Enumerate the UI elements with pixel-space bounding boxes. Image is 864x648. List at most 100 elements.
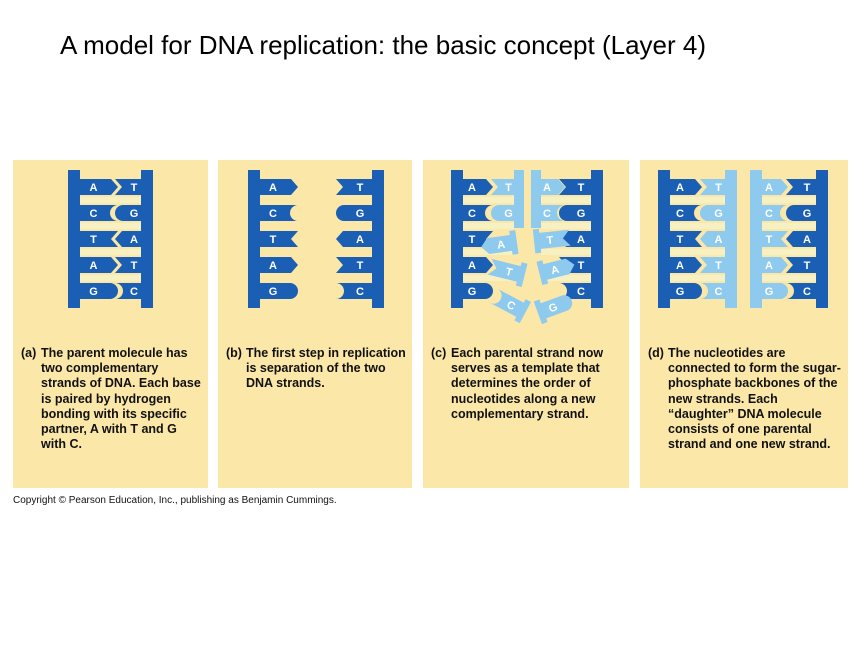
base-shape bbox=[254, 283, 298, 299]
base-shape bbox=[254, 231, 298, 247]
base-shape bbox=[75, 205, 118, 221]
base-shape bbox=[700, 283, 731, 299]
base-shape bbox=[115, 231, 147, 247]
base-shape bbox=[664, 231, 702, 247]
backbone-rung bbox=[670, 223, 725, 229]
base-shape bbox=[457, 179, 493, 195]
base-letter: G bbox=[676, 286, 685, 298]
backbone-rung bbox=[463, 223, 514, 229]
backbone-rung bbox=[670, 197, 725, 203]
caption-letter: (d) bbox=[648, 346, 664, 360]
backbone-rung bbox=[762, 197, 816, 203]
base-shape bbox=[75, 231, 118, 247]
base-shape bbox=[664, 257, 702, 273]
free-nucleotide: A bbox=[481, 230, 519, 255]
backbone-rung bbox=[670, 275, 725, 281]
base-shape bbox=[756, 179, 788, 195]
base-shape bbox=[491, 179, 520, 195]
base-shape bbox=[756, 257, 788, 273]
caption-letter: (b) bbox=[226, 346, 242, 360]
backbone-rung bbox=[670, 249, 725, 255]
base-letter: G bbox=[714, 208, 723, 220]
base-shape bbox=[786, 179, 822, 195]
base-shape bbox=[535, 179, 565, 195]
base-shape bbox=[700, 205, 731, 221]
backbone-rung bbox=[80, 249, 141, 255]
base-shape bbox=[559, 231, 597, 247]
base-letter: T bbox=[357, 260, 364, 272]
base-letter: C bbox=[803, 286, 811, 298]
base-letter: A bbox=[496, 239, 506, 252]
base-letter: A bbox=[356, 234, 364, 246]
caption-letter: (c) bbox=[431, 346, 447, 360]
backbone-rung bbox=[463, 197, 514, 203]
base-letter: C bbox=[130, 286, 138, 298]
base-shape bbox=[559, 179, 597, 195]
caption-text: The first step in replication is separat… bbox=[246, 346, 406, 391]
base-letter: A bbox=[577, 234, 585, 246]
backbone-rung bbox=[541, 223, 591, 229]
base-letter: T bbox=[766, 234, 773, 246]
base-letter: T bbox=[715, 260, 722, 272]
base-letter: A bbox=[130, 234, 138, 246]
base-shape bbox=[786, 205, 822, 221]
base-letter: T bbox=[505, 182, 512, 194]
base-letter: A bbox=[269, 260, 277, 272]
base-shape bbox=[700, 179, 731, 195]
base-shape bbox=[487, 258, 525, 283]
base-letter: A bbox=[90, 260, 98, 272]
caption-text: The parent molecule has two complementar… bbox=[41, 346, 201, 452]
base-letter: T bbox=[578, 260, 585, 272]
base-shape bbox=[336, 205, 378, 221]
base-letter: G bbox=[577, 208, 586, 220]
base-letter: G bbox=[89, 286, 98, 298]
base-letter: C bbox=[356, 286, 364, 298]
base-shape bbox=[115, 205, 147, 221]
base-letter: T bbox=[270, 234, 277, 246]
base-letter: T bbox=[578, 182, 585, 194]
base-shape bbox=[115, 257, 147, 273]
base-shape bbox=[756, 231, 788, 247]
base-shape bbox=[786, 231, 822, 247]
base-shape bbox=[481, 234, 516, 255]
backbone-rung bbox=[762, 223, 816, 229]
caption-d: (d) The nucleotides are connected to for… bbox=[648, 346, 844, 452]
base-shape bbox=[559, 205, 597, 221]
base-letter: G bbox=[803, 208, 812, 220]
base-letter: A bbox=[715, 234, 723, 246]
parent-backbone-left bbox=[68, 170, 80, 308]
base-shape bbox=[254, 179, 298, 195]
base-shape bbox=[336, 257, 378, 273]
base-letter: G bbox=[130, 208, 139, 220]
base-letter: A bbox=[543, 182, 551, 194]
base-letter: T bbox=[90, 234, 97, 246]
backbone-rung bbox=[80, 223, 141, 229]
base-letter: T bbox=[804, 182, 811, 194]
base-letter: C bbox=[765, 208, 773, 220]
base-letter: T bbox=[504, 266, 514, 279]
base-shape bbox=[336, 231, 378, 247]
caption-text: Each parental strand now serves as a tem… bbox=[451, 346, 604, 421]
base-letter: G bbox=[547, 301, 559, 315]
base-letter: A bbox=[550, 264, 561, 278]
base-shape bbox=[254, 257, 298, 273]
base-letter: G bbox=[504, 208, 513, 220]
base-letter: C bbox=[676, 208, 684, 220]
base-shape bbox=[489, 288, 528, 319]
base-letter: A bbox=[90, 182, 98, 194]
free-nucleotide: T bbox=[532, 228, 571, 254]
free-nucleotide: C bbox=[489, 288, 531, 324]
base-letter: C bbox=[90, 208, 98, 220]
backbone-rung bbox=[762, 249, 816, 255]
base-shape bbox=[536, 295, 573, 320]
base-letter: T bbox=[804, 260, 811, 272]
base-letter: G bbox=[765, 286, 774, 298]
base-shape bbox=[491, 205, 520, 221]
base-letter: C bbox=[543, 208, 551, 220]
page-title: A model for DNA replication: the basic c… bbox=[60, 30, 706, 60]
